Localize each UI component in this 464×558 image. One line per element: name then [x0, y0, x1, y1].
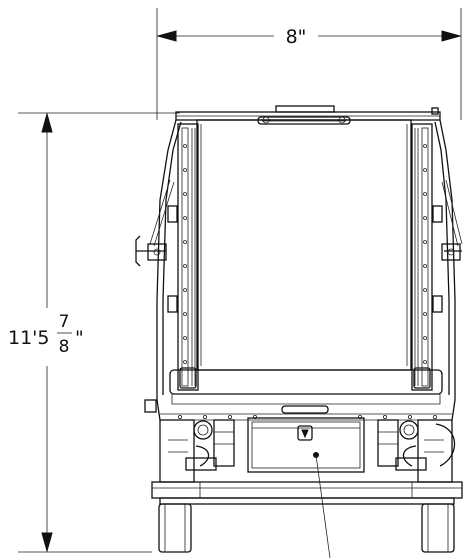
- height-label-numerator: 7: [59, 312, 70, 332]
- rear-door: [196, 119, 412, 371]
- left-side-hinge: [135, 235, 167, 267]
- width-dimension-label: 8": [286, 26, 307, 48]
- right-door-rail: [411, 123, 443, 391]
- right-chassis-components: [377, 419, 456, 483]
- height-dimension: 11'5 7 8 ": [8, 112, 180, 553]
- main-frame: [151, 481, 463, 505]
- left-chassis-components: [159, 419, 235, 483]
- height-arrowhead-top: [41, 112, 53, 133]
- right-side-hinge: [441, 243, 462, 261]
- tool-box: [247, 417, 365, 473]
- width-arrowhead-right: [441, 30, 462, 42]
- trailer-rear-view: [135, 105, 463, 558]
- height-label-unit: ": [75, 327, 84, 349]
- right-foot: [421, 503, 455, 553]
- right-side-wall: [434, 119, 463, 421]
- toolbox-leader-line: [315, 454, 331, 558]
- width-arrowhead-left: [156, 30, 177, 42]
- left-side-wall: [149, 119, 182, 421]
- rear-sill: [144, 369, 452, 421]
- height-label-denominator: 8: [59, 337, 70, 357]
- left-foot: [158, 503, 192, 553]
- height-arrowhead-bottom: [41, 532, 53, 553]
- height-label-whole: 11'5: [8, 327, 50, 349]
- roof-rail: [175, 105, 441, 125]
- width-dimension: 8": [156, 8, 462, 120]
- left-door-rail: [167, 123, 199, 391]
